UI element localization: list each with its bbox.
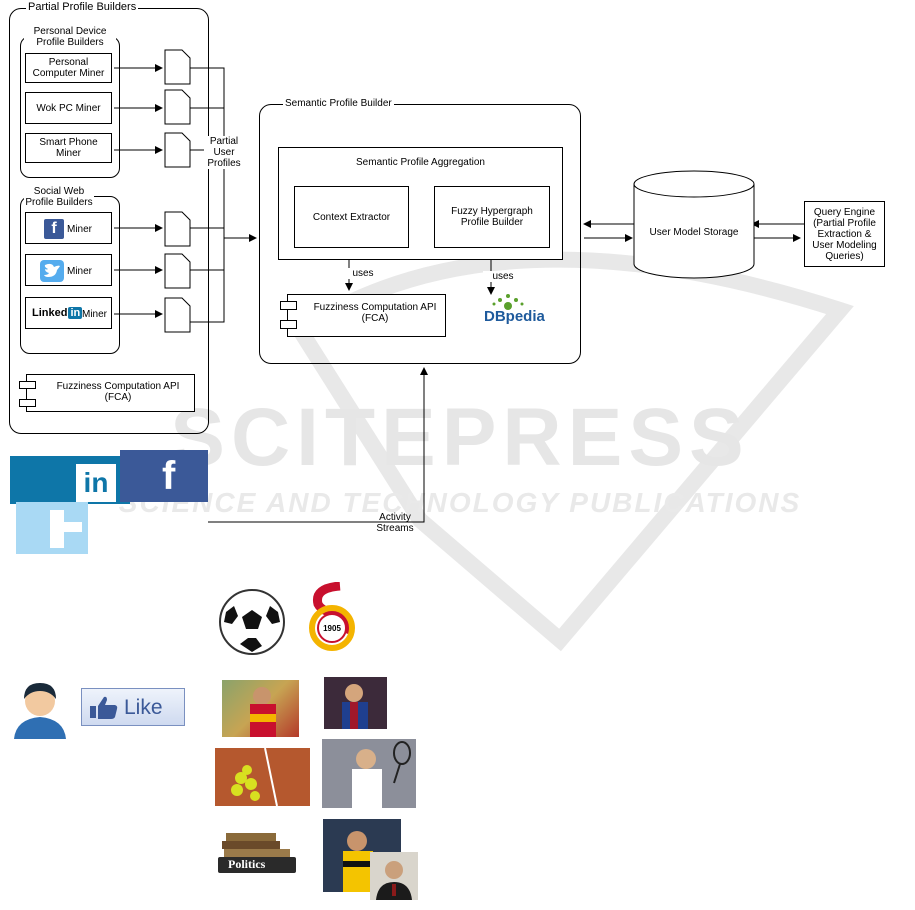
document-icon (164, 89, 191, 125)
twitter-miner: Miner (25, 254, 112, 286)
facebook-icon: f (44, 219, 64, 239)
partial-user-profiles-label: Partial User Profiles (204, 136, 244, 169)
component-port-icon (19, 381, 36, 389)
facebook-logo-image: f (120, 450, 208, 502)
soccer-ball-image (219, 589, 285, 655)
politician-photo (370, 852, 418, 900)
dbpedia-spider-icon (492, 294, 524, 310)
fca-left-label: Fuzziness Computation API(FCA) (56, 381, 180, 403)
social-media-collage: in f (10, 450, 210, 560)
like-text: Like (124, 696, 163, 719)
user-model-storage-label: User Model Storage (649, 227, 739, 238)
linkedin-wordmark: Linked (32, 307, 68, 319)
dbpedia-wordmark: DBpedia (484, 308, 545, 325)
facebook-miner-label: Miner (67, 224, 93, 235)
facebook-miner: f Miner (25, 212, 112, 244)
watermark-main: SCITEPRESS (170, 392, 749, 483)
document-icon (164, 297, 191, 333)
partial-profile-builders-title: Partial Profile Builders (26, 1, 139, 13)
tennis-balls-photo (215, 748, 310, 806)
partial-profile-documents (164, 49, 191, 333)
football-player-photo-2 (324, 677, 387, 729)
semantic-profile-builder-panel (259, 104, 581, 364)
thumbs-up-icon (90, 696, 118, 719)
fca-component-semantic (287, 294, 446, 337)
politics-books-image: Politics (216, 823, 298, 875)
twitter-logo-image (16, 502, 88, 554)
document-icon (164, 211, 191, 247)
fca-semantic-label: Fuzziness Computation API(FCA) (313, 302, 437, 324)
tennis-player-photo (322, 739, 416, 808)
personal-device-title: Personal Device Profile Builders (24, 26, 116, 48)
linkedin-logo-image: in (10, 456, 130, 504)
linkedin-in-glyph: in (76, 464, 116, 502)
component-port-icon (280, 320, 297, 329)
dbpedia-logo: DBpedia (478, 292, 545, 330)
document-icon (164, 49, 191, 85)
uses-label-dbpedia: uses (483, 271, 523, 282)
uses-label-fca: uses (343, 268, 383, 279)
facebook-f-glyph: f (162, 454, 176, 498)
context-extractor: Context Extractor (294, 186, 409, 248)
social-web-title: Social Web Profile Builders (24, 186, 94, 208)
user-avatar (10, 677, 70, 739)
linkedin-in-badge: in (68, 307, 83, 319)
football-player-photo-1 (222, 680, 299, 737)
watermark-sub: SCIENCE AND TECHNOLOGY PUBLICATIONS (119, 487, 801, 518)
user-model-storage (633, 170, 755, 279)
linkedin-miner-label: Miner (82, 309, 108, 320)
twitter-icon (40, 260, 64, 282)
twitter-miner-label: Miner (67, 266, 93, 277)
document-icon (164, 253, 191, 289)
politics-label: Politics (228, 857, 266, 871)
document-icon (164, 132, 191, 168)
twitter-t-bar (50, 522, 82, 532)
semantic-profile-aggregation-title: Semantic Profile Aggregation (356, 157, 485, 168)
work-pc-miner: Wok PC Miner (25, 92, 112, 124)
galatasaray-logo: 1905 (309, 582, 355, 651)
like-button-image: Like (81, 688, 185, 726)
galatasaray-year: 1905 (323, 624, 341, 633)
component-port-icon (19, 399, 36, 407)
component-port-icon (280, 301, 297, 310)
fca-component-left (26, 374, 195, 412)
semantic-profile-builder-title: Semantic Profile Builder (283, 98, 394, 109)
